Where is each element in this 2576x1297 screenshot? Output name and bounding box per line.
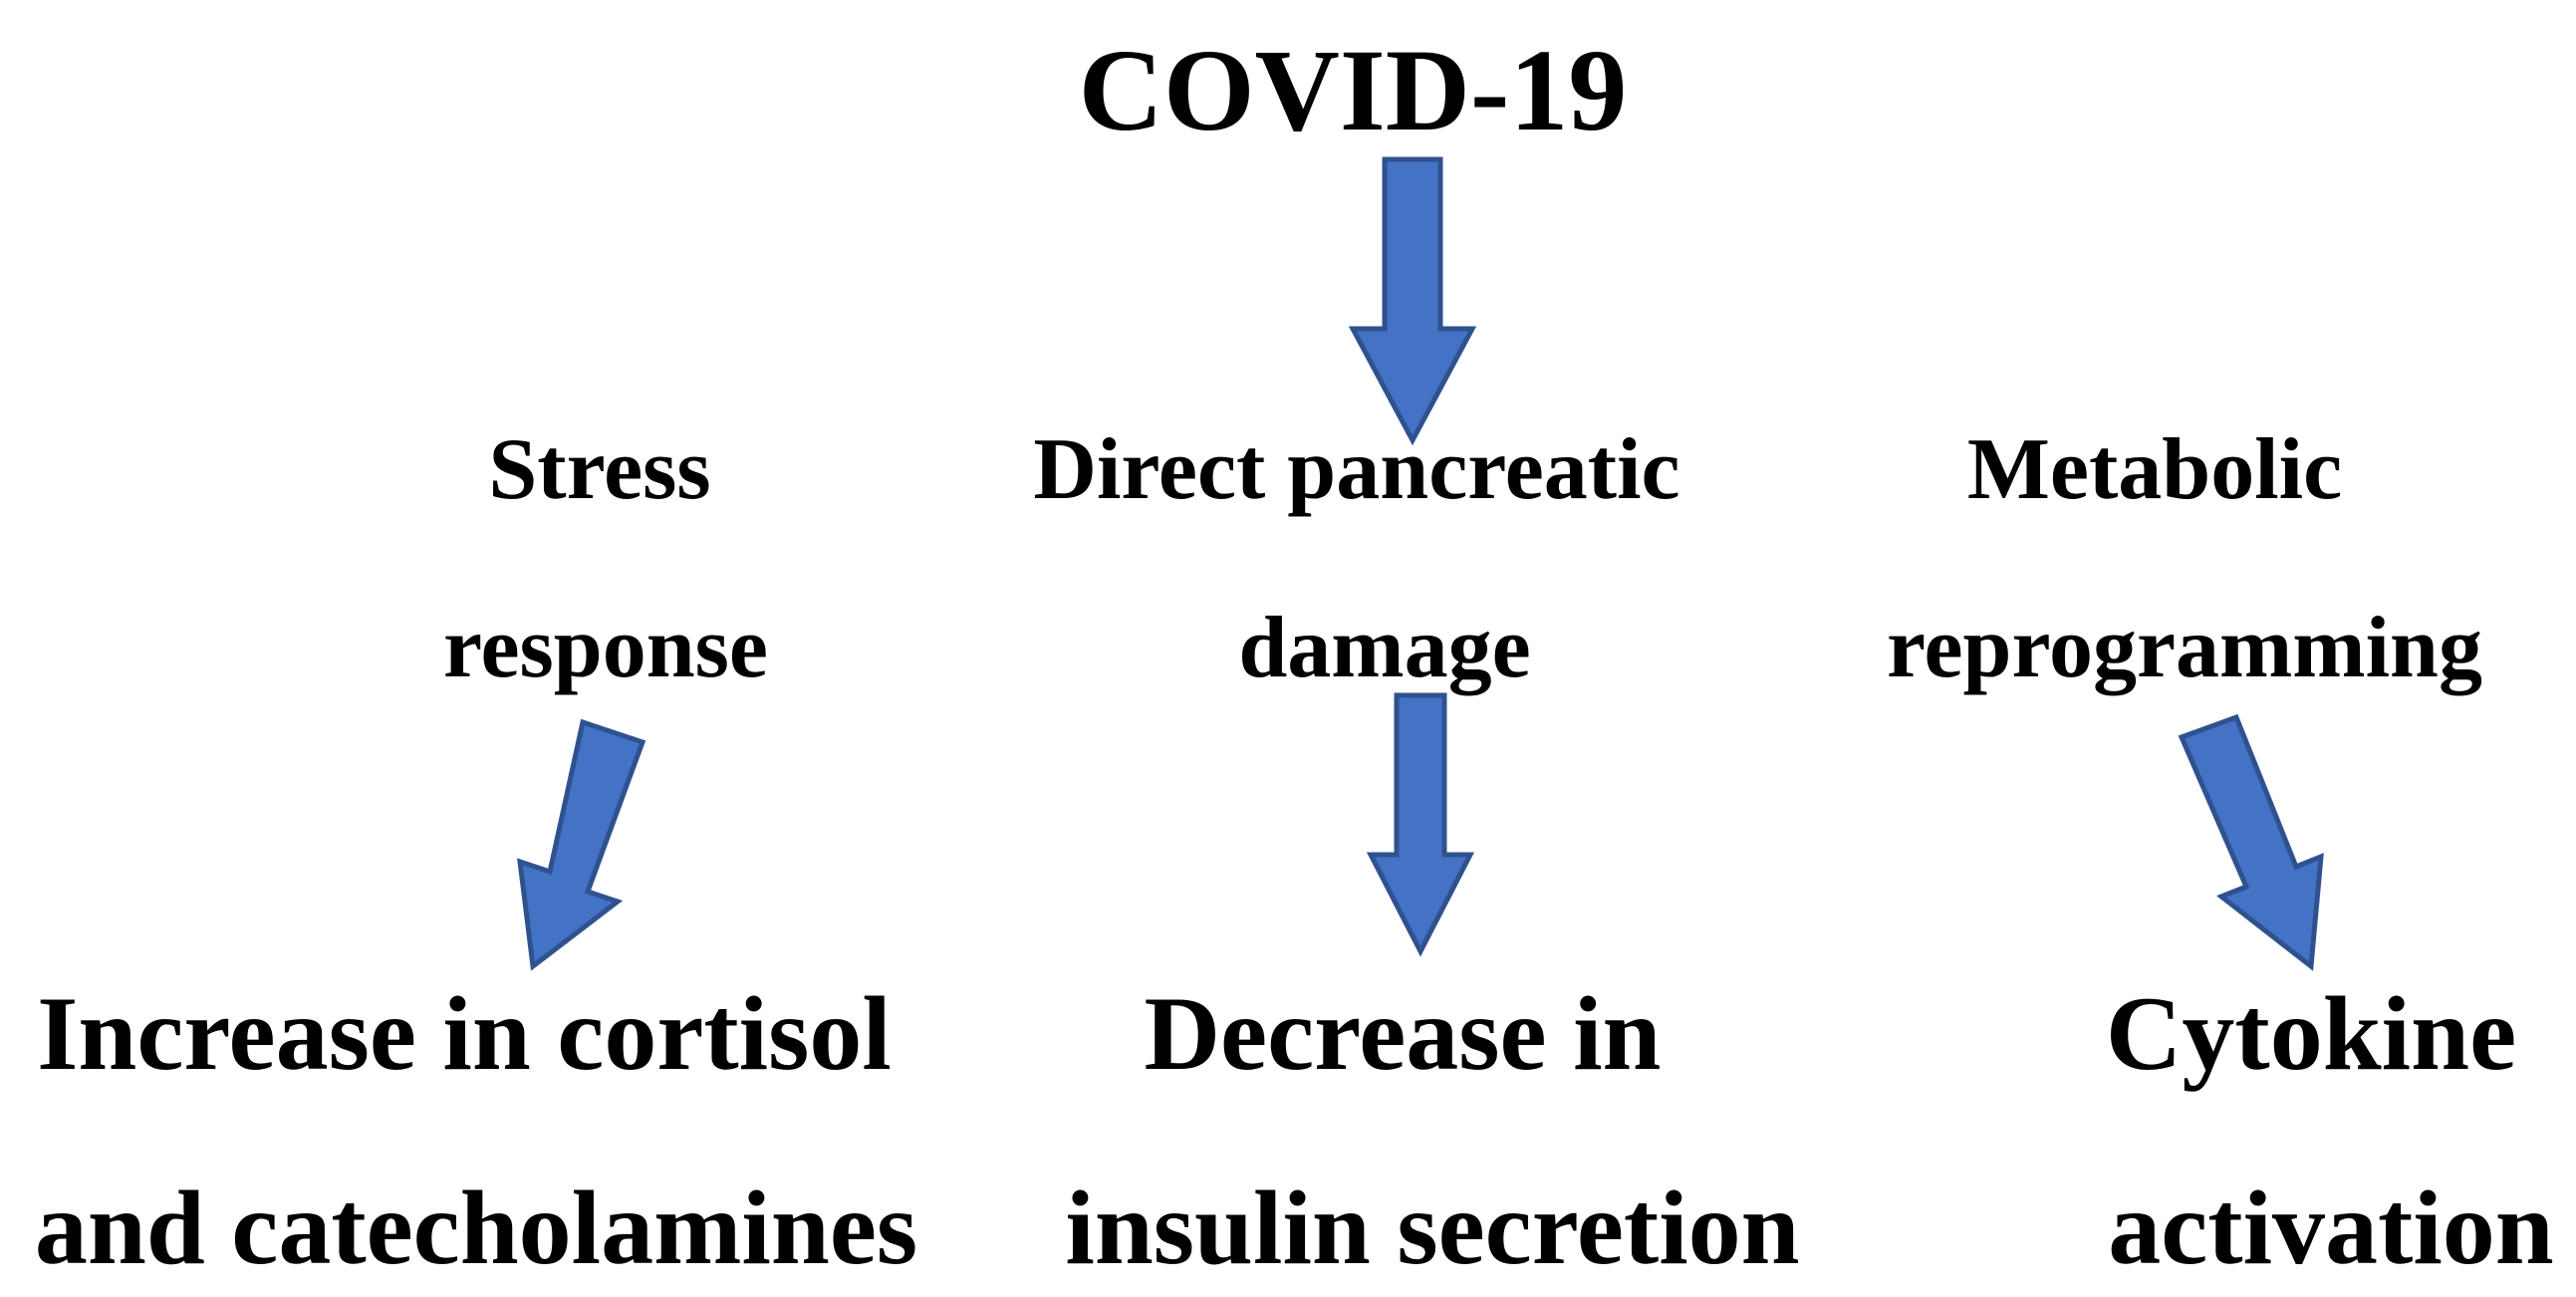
effect-cortisol-line1: Increase in cortisol <box>37 975 892 1092</box>
arrow-covid-to-pancreatic <box>1348 156 1477 446</box>
mechanism-stress-line1: Stress <box>488 421 711 518</box>
effect-insulin-line2: insulin secretion <box>1065 1169 1800 1286</box>
mechanism-metabolic-line1: Metabolic <box>1966 421 2343 518</box>
effect-cortisol-line2: and catecholamines <box>34 1169 918 1286</box>
arrow-metabolic-to-cytokine <box>2178 713 2324 971</box>
diagram-title: COVID-19 <box>1078 25 1628 155</box>
mechanism-pancreatic-line1: Direct pancreatic <box>1033 421 1680 518</box>
effect-insulin-line1: Decrease in <box>1144 975 1662 1092</box>
effect-cytokine-line1: Cytokine <box>2105 975 2517 1092</box>
mechanism-stress-line2: response <box>443 600 768 696</box>
mechanism-metabolic-line2: reprogramming <box>1887 600 2482 696</box>
mechanism-pancreatic-line2: damage <box>1238 600 1531 696</box>
arrow-pancreatic-to-insulin <box>1366 692 1475 957</box>
effect-cytokine-line2: activation <box>2108 1169 2554 1286</box>
arrow-stress-to-cortisol <box>517 718 646 971</box>
